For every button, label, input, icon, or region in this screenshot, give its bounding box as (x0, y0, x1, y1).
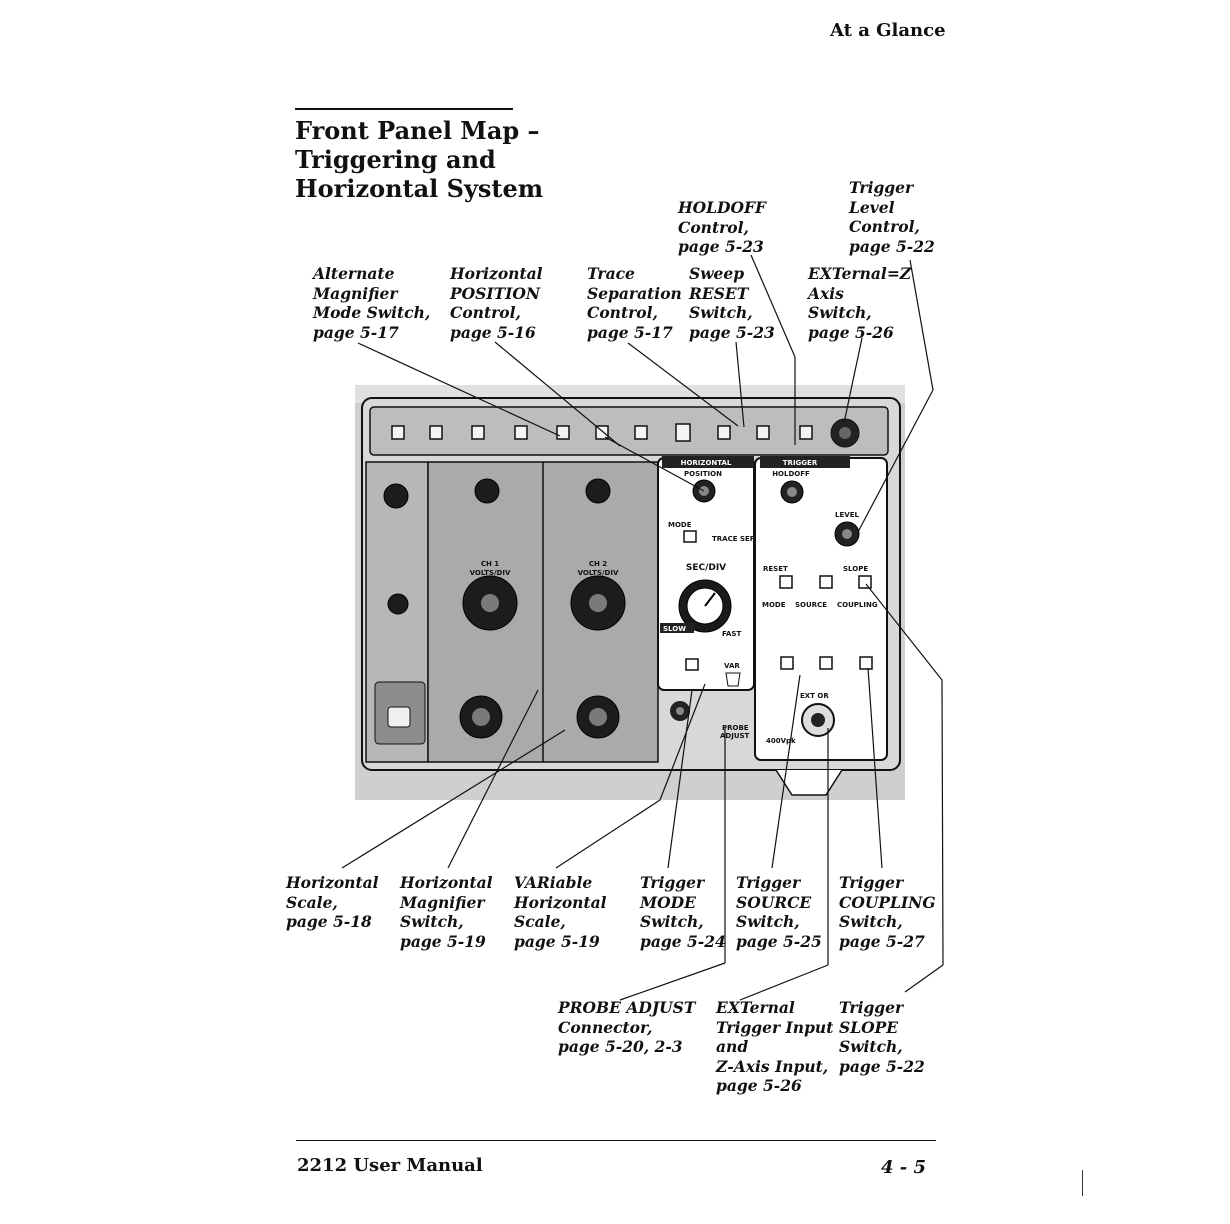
callout-external-z-axis: EXTernal=Z Axis Switch, page 5-26 (808, 264, 912, 342)
holdoff-label: HOLDOFF (772, 470, 810, 478)
callout-trigger-mode: Trigger MODE Switch, page 5-24 (640, 873, 726, 951)
fast-label: FAST (722, 630, 741, 638)
level-label: LEVEL (835, 511, 859, 519)
probe-adjust-label-1: PROBE (722, 724, 749, 732)
leader-lines (341, 254, 944, 1001)
title-line: Horizontal System (295, 174, 544, 203)
page-title: Front Panel Map – Triggering and Horizon… (295, 116, 543, 203)
footer-manual-title: 2212 User Manual (297, 1155, 483, 1176)
reset-label: RESET (763, 565, 788, 573)
footer-rule (296, 1140, 936, 1141)
title-rule (295, 108, 513, 110)
source-label: SOURCE (795, 601, 827, 609)
title-line: Triggering and (295, 145, 496, 174)
mode-label: MODE (668, 521, 692, 529)
callout-horizontal-position: Horizontal POSITION Control, page 5-16 (450, 264, 543, 342)
callout-trace-separation: Trace Separation Control, page 5-17 (587, 264, 682, 342)
ch1-volts-label: VOLTS/DIV (470, 569, 511, 577)
callout-sweep-reset: Sweep RESET Switch, page 5-23 (689, 264, 775, 342)
trig-mode-label: MODE (762, 601, 786, 609)
footer-page-number: 4 - 5 (881, 1157, 927, 1178)
position-label: POSITION (684, 470, 722, 478)
ch2-volts-label: VOLTS/DIV (578, 569, 619, 577)
callout-variable-horizontal: VARiable Horizontal Scale, page 5-19 (514, 873, 607, 951)
vpk-label: 400Vpk (766, 737, 796, 745)
ext-or-label: EXT OR (800, 692, 829, 700)
coupling-label: COUPLING (837, 601, 878, 609)
callout-trigger-source: Trigger SOURCE Switch, page 5-25 (736, 873, 822, 951)
ch2-label: CH 2 (589, 560, 607, 568)
slope-label: SLOPE (843, 565, 868, 573)
horizontal-label: HORIZONTAL (681, 459, 732, 467)
callout-trigger-coupling: Trigger COUPLING Switch, page 5-27 (839, 873, 936, 951)
callout-holdoff: HOLDOFF Control, page 5-23 (678, 198, 766, 256)
trigger-label: TRIGGER (783, 459, 818, 467)
top-button-strip (369, 406, 889, 456)
callout-trigger-slope: Trigger SLOPE Switch, page 5-22 (839, 998, 925, 1076)
probe-adjust-label-2: ADJUST (720, 732, 750, 740)
callout-probe-adjust: PROBE ADJUST Connector, page 5-20, 2-3 (558, 998, 696, 1056)
ch1-label: CH 1 (481, 560, 499, 568)
trace-sep-label: TRACE SEP (712, 535, 755, 543)
var-label: VAR (724, 662, 740, 670)
title-line: Front Panel Map – (295, 116, 540, 145)
edge-mark (1082, 1170, 1083, 1196)
callout-horizontal-magnifier: Horizontal Magnifier Switch, page 5-19 (400, 873, 493, 951)
slow-label: SLOW (663, 625, 686, 633)
callout-horizontal-scale: Horizontal Scale, page 5-18 (286, 873, 379, 931)
callout-external-trigger-input: EXTernal Trigger Input and Z-Axis Input,… (716, 998, 834, 1095)
sec-div-label: SEC/DIV (686, 563, 726, 573)
callout-alternate-magnifier: Alternate Magnifier Mode Switch, page 5-… (313, 264, 431, 342)
callout-trigger-level: Trigger Level Control, page 5-22 (849, 178, 935, 256)
section-header: At a Glance (830, 20, 946, 41)
